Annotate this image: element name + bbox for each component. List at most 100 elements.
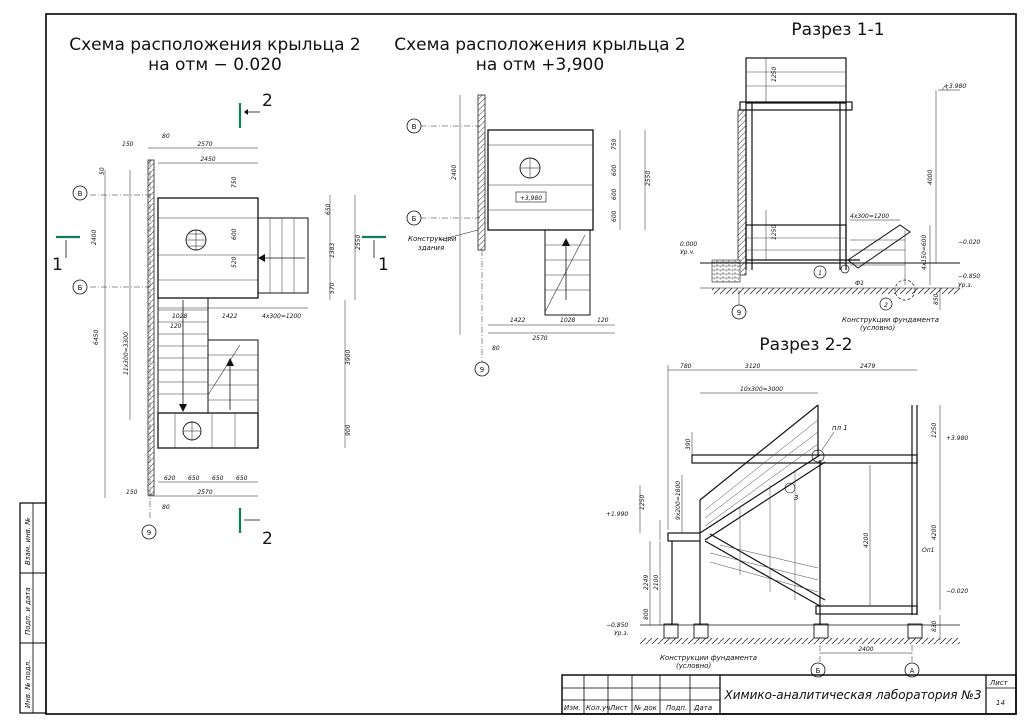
- svg-text:4200: 4200: [931, 525, 938, 540]
- svg-text:600: 600: [611, 164, 618, 176]
- svg-text:Инв. № подл.: Инв. № подл.: [24, 660, 32, 708]
- svg-text:150: 150: [122, 141, 134, 148]
- svg-text:80: 80: [162, 504, 170, 511]
- section-2-title: Разрез 2-2: [759, 335, 852, 355]
- svg-text:120: 120: [170, 323, 182, 330]
- svg-text:9x200=1800: 9x200=1800: [675, 481, 682, 520]
- svg-text:Подп.: Подп.: [666, 704, 687, 712]
- svg-text:9: 9: [737, 309, 741, 317]
- svg-text:2249: 2249: [643, 575, 650, 590]
- svg-text:1422: 1422: [510, 317, 525, 324]
- svg-text:(условно): (условно): [860, 324, 895, 332]
- plan-lower: Схема расположения крыльца 2 на отм − 0.…: [52, 35, 389, 549]
- sheet-frame: [45, 13, 1017, 715]
- svg-text:1028: 1028: [172, 313, 187, 320]
- svg-text:Б: Б: [816, 667, 821, 675]
- svg-text:Конструкции фундамента: Конструкции фундамента: [842, 316, 939, 324]
- svg-text:650: 650: [188, 475, 200, 482]
- building-wall: [147, 159, 155, 496]
- svg-text:2100: 2100: [653, 575, 660, 590]
- svg-text:830: 830: [931, 620, 938, 632]
- svg-text:Ф1: Ф1: [855, 280, 864, 287]
- svg-text:80: 80: [492, 345, 500, 352]
- svg-text:1: 1: [818, 270, 822, 277]
- svg-text:4000: 4000: [927, 170, 934, 185]
- plan-upper-title-2: на отм +3,900: [476, 55, 604, 75]
- svg-text:650: 650: [236, 475, 248, 482]
- svg-text:−0.850: −0.850: [958, 273, 980, 280]
- section-2-2: Разрез 2-2: [606, 335, 968, 678]
- svg-text:1250: 1250: [771, 225, 778, 240]
- svg-text:11x300=3300: 11x300=3300: [123, 332, 130, 375]
- svg-text:(условно): (условно): [676, 662, 711, 670]
- svg-text:пл 1: пл 1: [832, 424, 848, 432]
- side-stamp: Взам. инв. № Подп. и дата Инв. № подл.: [19, 502, 47, 714]
- svg-text:600: 600: [231, 228, 238, 240]
- svg-text:−0.020: −0.020: [958, 239, 980, 246]
- svg-text:80: 80: [162, 133, 170, 140]
- svg-text:800: 800: [643, 608, 650, 620]
- svg-text:Изм.: Изм.: [564, 704, 580, 712]
- svg-text:+1.990: +1.990: [606, 511, 628, 518]
- svg-text:390: 390: [685, 438, 692, 450]
- title-block: Изм. Кол.уч Лист № док Подп. Дата Химико…: [561, 674, 1017, 715]
- svg-text:+3,980: +3,980: [520, 195, 542, 202]
- svg-text:1: 1: [378, 255, 389, 275]
- svg-text:1028: 1028: [560, 317, 575, 324]
- project-title: Химико-аналитическая лаборатория №3: [724, 688, 982, 702]
- svg-text:9: 9: [147, 529, 151, 537]
- svg-text:2570: 2570: [197, 141, 212, 148]
- svg-text:1250: 1250: [931, 423, 938, 438]
- svg-text:120: 120: [597, 317, 609, 324]
- svg-text:600: 600: [611, 210, 618, 222]
- svg-text:0.000: 0.000: [680, 241, 697, 248]
- svg-text:2570: 2570: [532, 335, 547, 342]
- svg-text:620: 620: [164, 475, 176, 482]
- svg-text:1250: 1250: [771, 67, 778, 82]
- svg-text:+3.980: +3.980: [946, 435, 968, 442]
- svg-text:Дата: Дата: [693, 704, 712, 712]
- svg-text:3: 3: [794, 494, 798, 502]
- svg-text:Б: Б: [412, 215, 417, 223]
- svg-text:10x300=3000: 10x300=3000: [740, 386, 783, 393]
- svg-text:750: 750: [611, 138, 618, 150]
- svg-text:Оп1: Оп1: [922, 547, 934, 554]
- plan-lower-title-1: Схема расположения крыльца 2: [69, 35, 361, 55]
- svg-text:1422: 1422: [222, 313, 237, 320]
- svg-text:900: 900: [345, 424, 352, 436]
- svg-text:Конструкции фундамента: Конструкции фундамента: [660, 654, 757, 662]
- svg-text:А: А: [910, 667, 915, 675]
- axis-bubble-9: [141, 524, 157, 540]
- axis-bubble-b: [72, 279, 88, 295]
- svg-text:4200: 4200: [863, 533, 870, 548]
- svg-text:Ур.з.: Ур.з.: [614, 630, 629, 637]
- svg-text:Б: Б: [78, 284, 83, 292]
- svg-text:Лист: Лист: [989, 679, 1009, 687]
- svg-text:2450: 2450: [200, 156, 215, 163]
- svg-text:2: 2: [262, 529, 273, 549]
- svg-text:2400: 2400: [451, 165, 458, 180]
- svg-text:2479: 2479: [860, 363, 875, 370]
- svg-text:Ур.з.: Ур.з.: [958, 282, 973, 289]
- svg-text:3900: 3900: [345, 350, 352, 365]
- svg-text:−0.020: −0.020: [946, 588, 968, 595]
- svg-text:Конструкции: Конструкции: [408, 235, 457, 243]
- svg-text:850: 850: [933, 293, 940, 305]
- svg-text:150: 150: [126, 489, 138, 496]
- svg-text:2550: 2550: [355, 235, 362, 250]
- axis-bubble-v: [72, 185, 88, 201]
- svg-text:4x150=600: 4x150=600: [921, 235, 928, 270]
- sheet-number: 14: [996, 699, 1005, 707]
- svg-text:650: 650: [212, 475, 224, 482]
- svg-text:Кол.уч: Кол.уч: [586, 704, 610, 712]
- plan-upper-title-1: Схема расположения крыльца 2: [394, 35, 686, 55]
- svg-text:650: 650: [325, 203, 332, 215]
- svg-text:520: 520: [231, 256, 238, 268]
- svg-text:2: 2: [262, 91, 273, 111]
- svg-text:600: 600: [611, 188, 618, 200]
- svg-text:2570: 2570: [197, 489, 212, 496]
- svg-text:4x300=1200: 4x300=1200: [850, 213, 889, 220]
- svg-text:Взам. инв. №: Взам. инв. №: [24, 517, 32, 565]
- svg-text:1250: 1250: [639, 495, 646, 510]
